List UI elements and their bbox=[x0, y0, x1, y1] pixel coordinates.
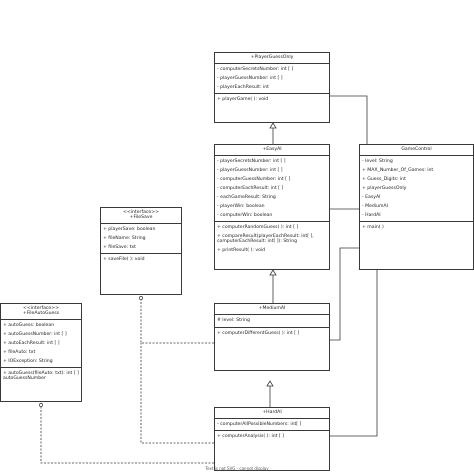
methods-section: + computerRandomGuess( ): int [ ] + comp… bbox=[215, 221, 329, 256]
attributes-section: - computerAllPossibleNumbers: int[ ] bbox=[215, 418, 329, 430]
attribute: - MediumAI bbox=[362, 204, 388, 209]
attribute: - playerSecretsNumber: int [ ] bbox=[217, 159, 286, 164]
attribute: + playerSave: boolean bbox=[103, 227, 156, 232]
attribute: # level: String bbox=[217, 318, 250, 323]
attribute: + autoEachResult: int [ ] bbox=[3, 341, 60, 346]
class-player-guess-only: +PlayerGuessOnly - computerSecretsNumber… bbox=[214, 52, 330, 123]
attribute: - level: String bbox=[362, 159, 393, 164]
class-medium-ai: +MediumAI # level: String + computerDiff… bbox=[214, 303, 330, 371]
interface-name: +FileSave bbox=[129, 215, 153, 220]
attribute: + fileName: String bbox=[103, 236, 146, 241]
method: + computerRandomGuess( ): int [ ] bbox=[217, 225, 299, 230]
attribute: - computerGuessNumber: int [ ] bbox=[217, 177, 291, 182]
realization-line bbox=[40, 407, 214, 464]
stereotype-label: <<interface>> bbox=[23, 306, 59, 311]
class-title: +MediumAI bbox=[258, 306, 286, 311]
inheritance-arrowhead bbox=[269, 269, 277, 276]
class-title: +PlayerGuessOnly bbox=[250, 55, 294, 60]
methods-section: + saveFile( ): void bbox=[101, 253, 181, 288]
class-title: +HardAI bbox=[262, 410, 282, 415]
attribute: - playerGuessNumber: int [ ] bbox=[217, 76, 283, 81]
class-title: +EasyAI bbox=[262, 147, 282, 152]
interface-endpoint bbox=[39, 403, 43, 407]
attribute: - computerWin: boolean bbox=[217, 213, 273, 218]
method: + playerGame( ): void bbox=[217, 97, 269, 102]
attribute: + autoGuess: boolean bbox=[3, 323, 55, 328]
method: + main( ) bbox=[362, 225, 384, 230]
attributes-section: - computerSecretsNumber: int [ ] - playe… bbox=[215, 63, 329, 93]
attribute: - EasyAI bbox=[362, 195, 381, 200]
interface-file-auto-guess: <<interface>> +FileAutoGuess + autoGuess… bbox=[0, 303, 82, 402]
method: + printResult( ): void bbox=[217, 247, 266, 253]
method: + autoGuess(fileAuto: txt): int [ ] auto… bbox=[3, 370, 79, 381]
interface-endpoint bbox=[139, 296, 143, 300]
attribute: + Guess_Digits: int bbox=[362, 177, 406, 182]
attribute: - playerEachResult: int bbox=[217, 85, 269, 90]
attributes-section: # level: String bbox=[215, 314, 329, 327]
realization-line bbox=[140, 300, 214, 344]
realization-line bbox=[140, 343, 214, 444]
inheritance-arrowhead bbox=[266, 380, 274, 387]
attribute: - eachGameResult: String bbox=[217, 195, 276, 200]
stereotype-label: <<interface>> bbox=[123, 210, 159, 215]
attribute: + MAX_Number_Of_Games: int bbox=[362, 168, 434, 173]
interface-file-save: <<interface>> +FileSave + playerSave: bo… bbox=[100, 207, 182, 295]
attribute: - computerAllPossibleNumbers: int[ ] bbox=[217, 422, 302, 427]
association-line bbox=[330, 247, 359, 341]
attributes-section: - level: String + MAX_Number_Of_Games: i… bbox=[360, 155, 473, 221]
attribute: - computerSecretsNumber: int [ ] bbox=[217, 67, 294, 72]
association-line bbox=[330, 95, 368, 144]
association-line bbox=[330, 270, 378, 437]
attribute: - playerWin: boolean bbox=[217, 204, 265, 209]
attribute: - playerGuessNumber: int [ ] bbox=[217, 168, 283, 173]
attribute: + fileSave: txt bbox=[103, 245, 136, 250]
methods-section: + playerGame( ): void bbox=[215, 93, 329, 105]
attribute: + fileAuto: txt bbox=[3, 350, 36, 355]
interface-name: +FileAutoGuess bbox=[22, 311, 60, 316]
method: + computerDifferentGuess( ): int [ ] bbox=[217, 331, 300, 336]
attribute: + playerGuessOnly bbox=[362, 186, 407, 191]
methods-section: + autoGuess(fileAuto: txt): int [ ] auto… bbox=[1, 367, 81, 384]
method: + compareResult(playerEachResult: int[ ]… bbox=[217, 233, 314, 244]
attribute: + autoGuessNumber: int [ ] bbox=[3, 332, 67, 337]
attributes-section: - playerSecretsNumber: int [ ] - playerG… bbox=[215, 155, 329, 221]
attribute: - HardAI bbox=[362, 213, 381, 218]
class-title: <<interface>> +FileSave bbox=[101, 208, 181, 223]
class-hard-ai: +HardAI - computerAllPossibleNumbers: in… bbox=[214, 407, 330, 471]
class-easy-ai: +EasyAI - playerSecretsNumber: int [ ] -… bbox=[214, 144, 330, 270]
methods-section: + main( ) bbox=[360, 221, 473, 233]
attributes-section: + playerSave: boolean + fileName: String… bbox=[101, 223, 181, 253]
methods-section: + computerDifferentGuess( ): int [ ] bbox=[215, 327, 329, 339]
method: + saveFile( ): void bbox=[103, 257, 145, 262]
class-title: GameControl bbox=[401, 147, 432, 152]
inheritance-arrowhead bbox=[269, 122, 277, 129]
method: + computerAnalysis( ): int [ ] bbox=[217, 434, 284, 439]
attribute: + IOException: String bbox=[3, 359, 53, 364]
class-game-control: GameControl - level: String + MAX_Number… bbox=[359, 144, 474, 270]
methods-section: + computerAnalysis( ): int [ ] bbox=[215, 430, 329, 463]
attributes-section: + autoGuess: boolean + autoGuessNumber: … bbox=[1, 319, 81, 367]
attribute: - computerEachResult: int [ ] bbox=[217, 186, 284, 191]
render-notice: Text is not SVG - cannot display bbox=[205, 466, 269, 471]
class-title: <<interface>> +FileAutoGuess bbox=[1, 304, 81, 319]
